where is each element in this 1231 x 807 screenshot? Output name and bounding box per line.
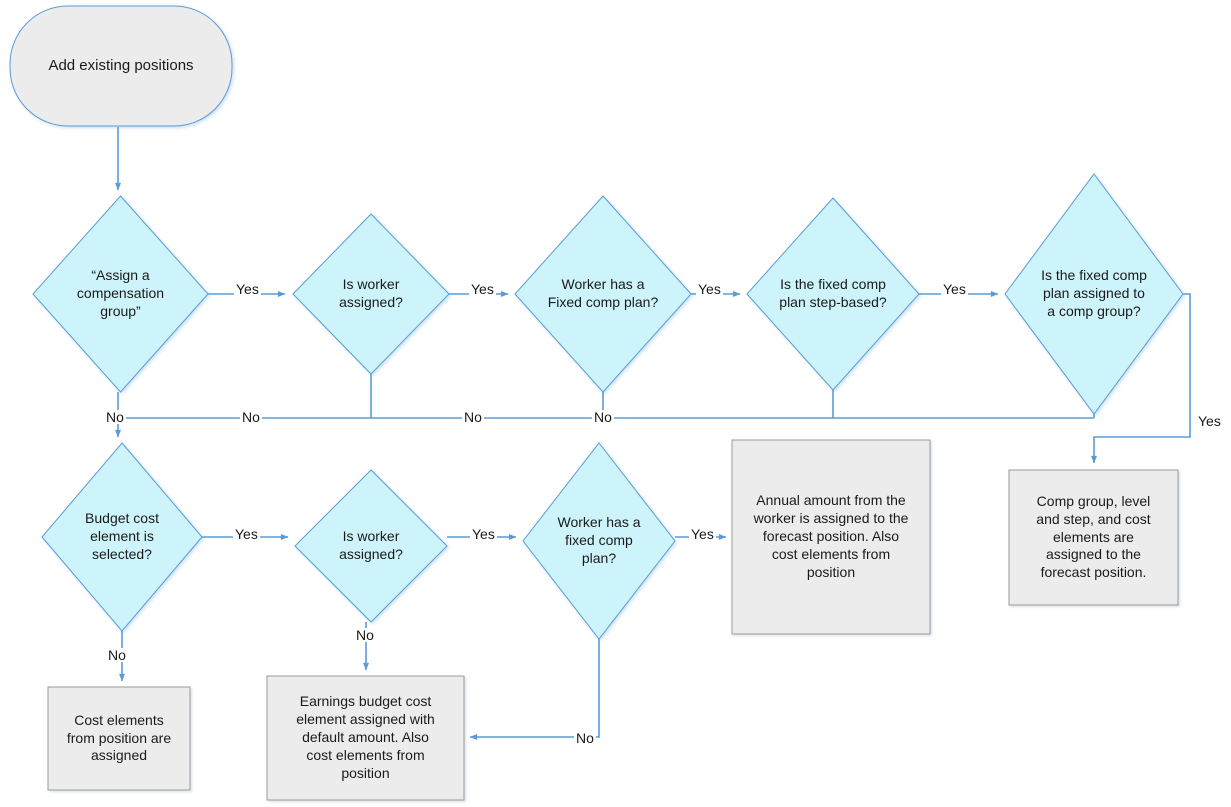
edge-no-trunk [115,417,1094,438]
node-d1[interactable] [33,196,208,392]
edge-label-yes-d4-d5: Yes [941,281,968,297]
edge-label-no-d3: No [462,409,484,425]
node-d7[interactable] [295,470,447,622]
edge-label-yes-d3-d4: Yes [696,281,723,297]
edge-label-no-d2: No [240,409,262,425]
edge-label-yes-d7-d8: Yes [470,526,497,542]
node-d5[interactable] [1005,174,1183,414]
edge-label-yes-d5-box: Yes [1196,413,1223,429]
edge-label-no-d8: No [574,730,596,746]
node-p_earnings[interactable] [267,676,464,800]
edge-d8-no-to-earnings [469,639,600,741]
edge-label-no-d7: No [354,627,376,643]
edge-label-yes-d2-d3: Yes [469,281,496,297]
node-d8[interactable] [523,443,675,639]
node-p_costelements[interactable] [48,687,190,790]
node-d2[interactable] [293,214,449,374]
edge-label-no-d6: No [106,647,128,663]
node-p_annual[interactable] [732,440,930,634]
node-d4[interactable] [747,198,919,390]
node-p_compgroup[interactable] [1009,470,1178,605]
edge-label-no-d4: No [592,409,614,425]
node-d3[interactable] [515,196,691,392]
edge-label-yes-d1-d2: Yes [234,281,261,297]
node-start[interactable] [10,6,232,126]
node-d6[interactable] [42,443,202,631]
edge-label-yes-d6-d7: Yes [233,526,260,542]
edge-label-no-d1: No [104,409,126,425]
edge-label-yes-d8-annual: Yes [689,526,716,542]
